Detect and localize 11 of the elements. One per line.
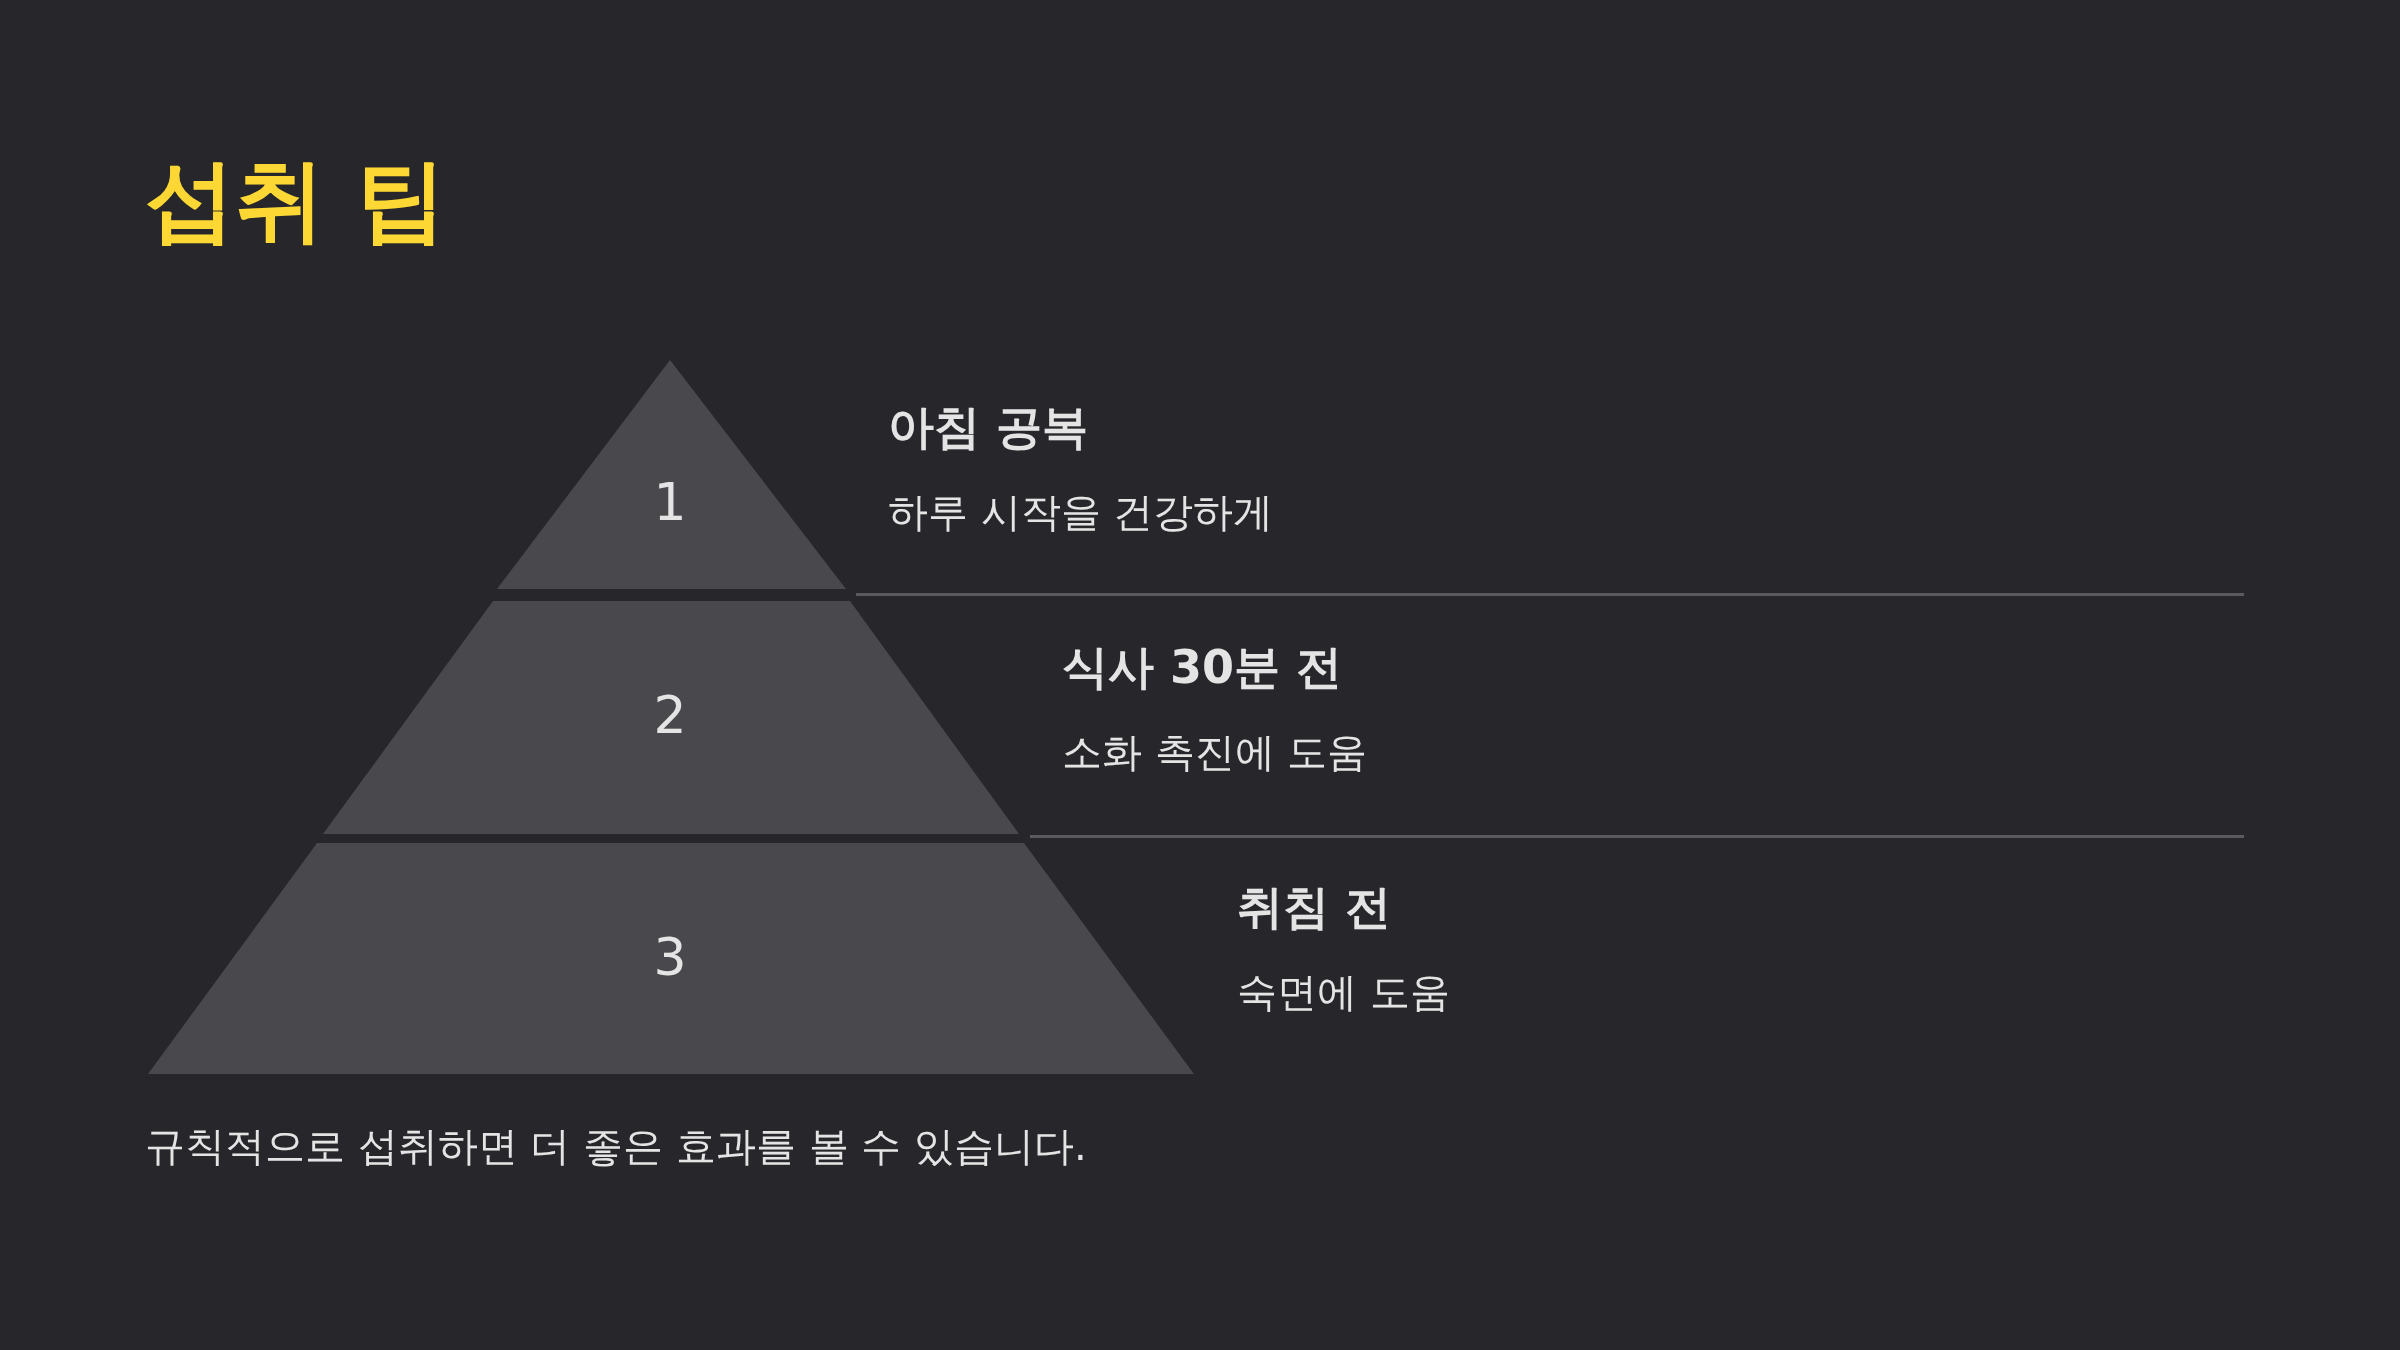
tier-heading: 아침 공복	[888, 400, 1088, 456]
tier-description: 숙면에 도움	[1237, 968, 1450, 1016]
slide-title: 섭취 팁	[145, 150, 447, 249]
tier-description: 하루 시작을 건강하게	[888, 488, 1274, 536]
tier-heading: 취침 전	[1237, 880, 1391, 936]
tier-number: 3	[653, 931, 687, 983]
tier-heading: 식사 30분 전	[1062, 640, 1343, 696]
tier-number: 2	[653, 689, 687, 741]
tier-description: 소화 촉진에 도움	[1062, 728, 1368, 776]
footer-note: 규칙적으로 섭취하면 더 좋은 효과를 볼 수 있습니다.	[145, 1122, 1087, 1170]
tier-number: 1	[653, 476, 687, 528]
